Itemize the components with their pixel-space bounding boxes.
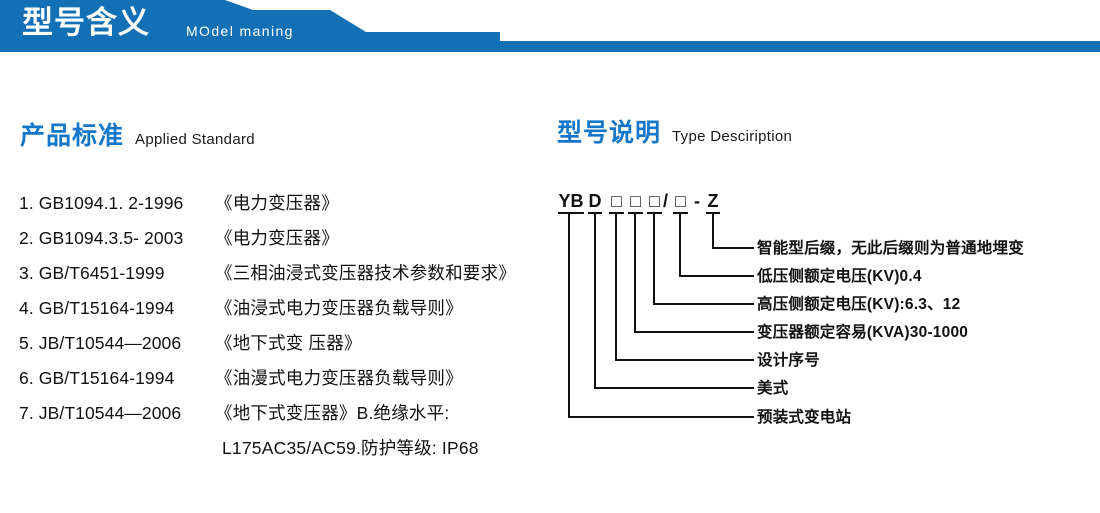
list-item: 1. GB1094.1. 2-1996 《电力变压器》 xyxy=(19,190,559,225)
list-item: 3. GB/T6451-1999 《三相油浸式变压器技术参数和要求》 xyxy=(19,260,559,295)
type-heading-cn: 型号说明 xyxy=(557,119,662,147)
code-segment-box2: □ xyxy=(628,192,643,214)
standards-heading-en: Applied Standard xyxy=(135,131,255,148)
code-segment-box3: □ xyxy=(647,192,662,214)
standards-section-heading: 产品标准 Applied Standard xyxy=(20,116,255,152)
code-separator-dash: - xyxy=(694,191,700,211)
code-segment-z: Z xyxy=(706,192,720,214)
standard-name: 《地下式变 压器》 xyxy=(215,333,362,353)
list-item: 5. JB/T10544—2006 《地下式变 压器》 xyxy=(19,330,559,365)
leader-vline-4 xyxy=(634,213,636,333)
standard-code: 2. GB1094.3.5- 2003 xyxy=(19,228,184,248)
leader-vline-5 xyxy=(615,213,617,361)
callout-label-capacity: 变压器额定容易(KVA)30-1000 xyxy=(757,324,969,341)
standards-heading-cn: 产品标准 xyxy=(20,122,125,150)
leader-hline-3 xyxy=(653,303,754,305)
type-heading-en: Type Desciription xyxy=(672,128,793,145)
banner-title-en: MOdel maning xyxy=(186,23,294,39)
standard-code: 6. GB/T15164-1994 xyxy=(19,368,175,388)
callout-label-smart-suffix: 智能型后缀，无此后缀则为普通地埋变 xyxy=(757,240,1024,257)
banner-background-shape xyxy=(0,0,1100,52)
callout-label-american-type: 美式 xyxy=(757,380,789,397)
leader-hline-6 xyxy=(594,387,754,389)
list-item: 7. JB/T10544—2006 《地下式变压器》B.绝缘水平: xyxy=(19,400,559,435)
leader-hline-7 xyxy=(568,416,754,418)
callout-label-lv-voltage: 低压侧额定电压(KV)0.4 xyxy=(757,268,922,285)
code-segment-box1: □ xyxy=(609,192,624,214)
code-separator-slash: / xyxy=(663,191,669,211)
leader-hline-2 xyxy=(679,275,754,277)
callout-label-hv-voltage: 高压侧额定电压(KV):6.3、12 xyxy=(757,296,961,313)
list-item: 2. GB1094.3.5- 2003 《电力变压器》 xyxy=(19,225,559,260)
standard-name: 《地下式变压器》B.绝缘水平: xyxy=(215,403,450,423)
standard-name: 《三相油浸式变压器技术参数和要求》 xyxy=(215,263,516,283)
type-section-heading: 型号说明 Type Desciription xyxy=(557,113,792,149)
list-item: 4. GB/T15164-1994 《油浸式电力变压器负载导则》 xyxy=(19,295,559,330)
leader-vline-2 xyxy=(679,213,681,277)
callout-label-design-serial: 设计序号 xyxy=(757,352,820,369)
standards-list: 1. GB1094.1. 2-1996 《电力变压器》 2. GB1094.3.… xyxy=(19,190,559,470)
type-code-diagram: YB D □ □ □ / □ - Z 智能型后缀，无此后缀则为普通地埋变 低压侧… xyxy=(545,180,1100,440)
code-segment-box4: □ xyxy=(673,192,688,214)
leader-hline-4 xyxy=(634,331,754,333)
leader-hline-5 xyxy=(615,359,754,361)
code-segment-yb: YB xyxy=(558,192,584,214)
standard-code: 5. JB/T10544—2006 xyxy=(19,333,182,353)
standard-code: 4. GB/T15164-1994 xyxy=(19,298,175,318)
page-banner: 型号含义 MOdel maning xyxy=(0,0,1100,52)
leader-vline-1 xyxy=(712,213,714,249)
standard-continuation-line: L175AC35/AC59.防护等级: IP68 xyxy=(222,438,479,458)
standard-code: 1. GB1094.1. 2-1996 xyxy=(19,193,184,213)
list-item: 6. GB/T15164-1994 《油漫式电力变压器负载导则》 xyxy=(19,365,559,400)
leader-hline-1 xyxy=(712,247,754,249)
standard-name: 《电力变压器》 xyxy=(215,228,339,248)
leader-vline-3 xyxy=(653,213,655,305)
banner-title-cn: 型号含义 xyxy=(22,5,150,40)
callout-label-prefab-substation: 预装式变电站 xyxy=(757,409,852,426)
leader-vline-7 xyxy=(568,213,570,418)
leader-vline-6 xyxy=(594,213,596,389)
standard-code: 7. JB/T10544—2006 xyxy=(19,403,182,423)
standard-name: 《电力变压器》 xyxy=(215,193,339,213)
standard-code: 3. GB/T6451-1999 xyxy=(19,263,165,283)
code-segment-d: D xyxy=(588,192,602,214)
standard-name: 《油漫式电力变压器负载导则》 xyxy=(215,368,463,388)
standard-name: 《油浸式电力变压器负载导则》 xyxy=(215,298,463,318)
